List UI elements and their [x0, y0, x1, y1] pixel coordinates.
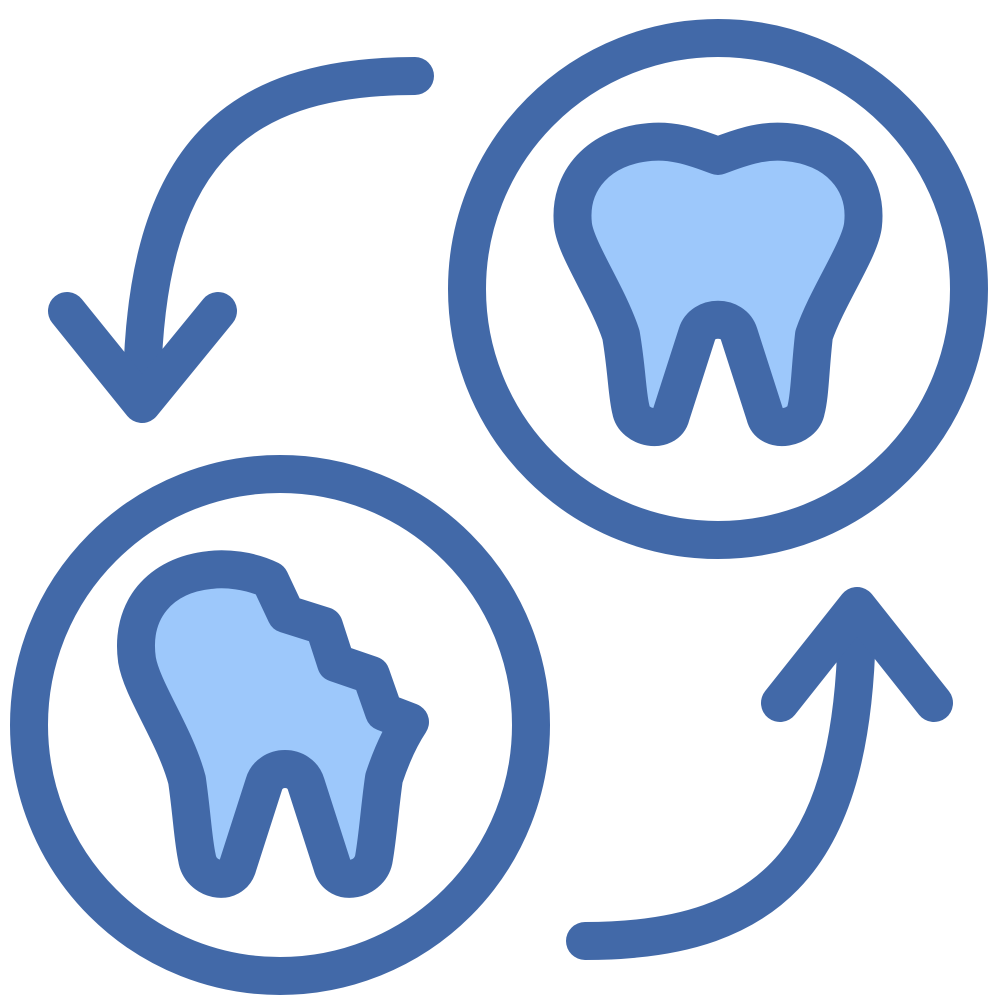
arrow-curve	[123, 57, 434, 419]
circle-frame	[10, 455, 550, 995]
arrow-head	[761, 587, 953, 722]
circle-frame	[448, 19, 988, 559]
arrow-head	[48, 292, 237, 423]
arrow-curve	[566, 591, 876, 960]
curved-arrow-top-left-icon	[48, 57, 434, 423]
broken-tooth-badge	[10, 455, 550, 995]
healthy-tooth-icon	[553, 122, 883, 447]
healthy-tooth-badge	[448, 19, 988, 559]
curved-arrow-bottom-right-icon	[566, 587, 953, 960]
broken-tooth-icon	[117, 550, 429, 898]
